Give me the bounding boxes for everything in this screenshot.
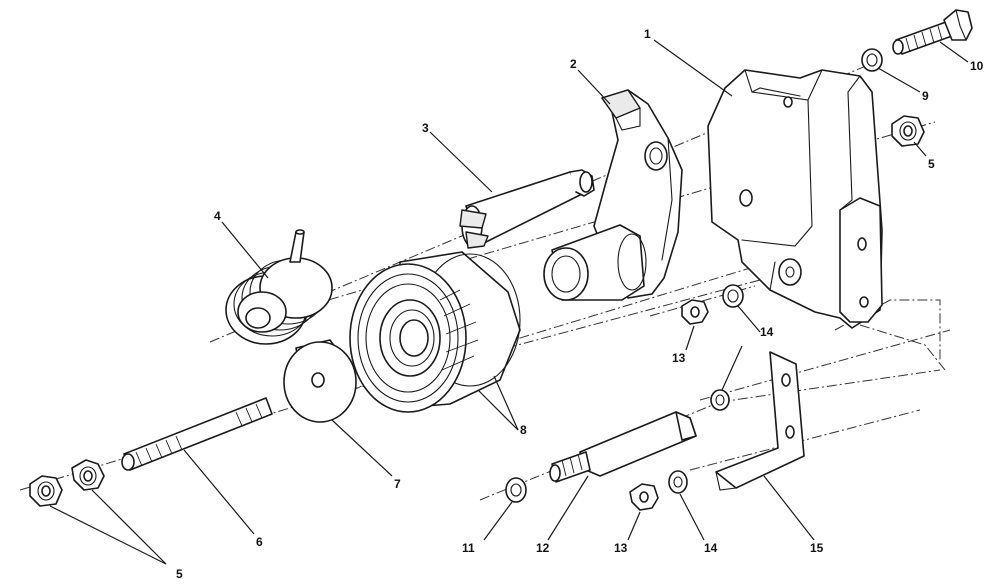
callout-14-lower: 14 bbox=[704, 541, 718, 555]
part-14-washer-lower bbox=[668, 470, 688, 494]
callout-9: 9 bbox=[922, 89, 929, 103]
part-9-washer bbox=[861, 48, 883, 72]
part-5-nut-upper bbox=[891, 115, 925, 147]
callout-12: 12 bbox=[536, 541, 550, 555]
callout-5-upper: 5 bbox=[928, 157, 935, 171]
callout-6: 6 bbox=[256, 535, 263, 549]
callout-15: 15 bbox=[810, 541, 824, 555]
part-5-nut-left bbox=[29, 475, 63, 507]
part-14-washer-upper bbox=[722, 284, 744, 308]
callout-4: 4 bbox=[214, 209, 221, 223]
part-12-spacer-bolt bbox=[549, 411, 697, 483]
part-7-washer-disc bbox=[283, 339, 357, 423]
callout-11: 11 bbox=[462, 541, 475, 555]
part-10-bolt bbox=[892, 9, 973, 55]
part-15-l-bracket bbox=[715, 351, 805, 491]
part-8-pulley bbox=[349, 251, 521, 413]
callout-10: 10 bbox=[970, 59, 984, 73]
callout-8: 8 bbox=[520, 423, 527, 437]
part-3-pivot-pin bbox=[459, 169, 595, 249]
part-2-tensioner-arm bbox=[543, 89, 683, 301]
leader-lines bbox=[49, 39, 969, 565]
part-14-washer-middle bbox=[710, 389, 730, 411]
part-11-washer bbox=[505, 477, 527, 503]
callout-5-lower: 5 bbox=[176, 567, 183, 581]
callout-1: 1 bbox=[644, 27, 651, 41]
callout-13-upper: 13 bbox=[672, 351, 686, 365]
part-13-nut-lower bbox=[629, 483, 659, 511]
callout-2: 2 bbox=[570, 57, 577, 71]
part-1-bracket-plate bbox=[707, 69, 883, 329]
part-13-nut-upper bbox=[681, 299, 709, 325]
part-5-nut-right bbox=[71, 459, 105, 491]
callout-14-upper: 14 bbox=[760, 325, 774, 339]
part-6-threaded-stud bbox=[121, 397, 273, 471]
callout-3: 3 bbox=[422, 121, 429, 135]
callout-13-lower: 13 bbox=[614, 541, 628, 555]
callout-7: 7 bbox=[394, 477, 401, 491]
